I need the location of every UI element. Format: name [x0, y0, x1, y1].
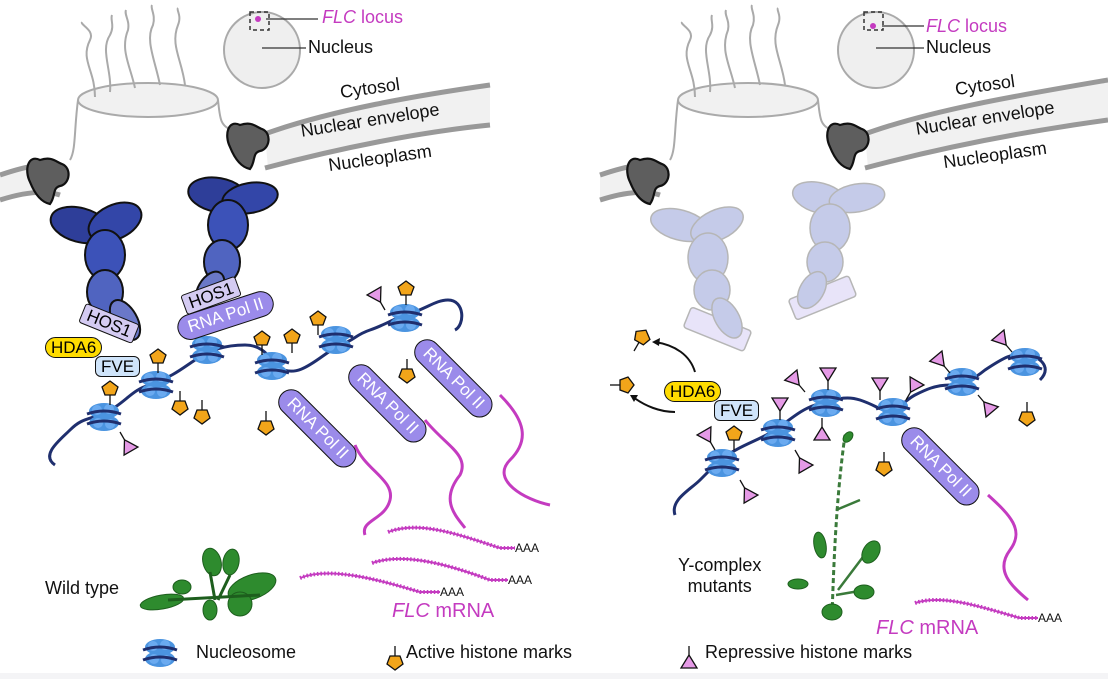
nuclear-pore-left-mutant	[626, 157, 670, 206]
flc-locus-label-right: FLC locus	[926, 16, 1007, 37]
mature-mrnas	[299, 525, 515, 594]
locus-text: locus	[356, 7, 404, 27]
nucleosome	[807, 387, 845, 419]
active-mark	[149, 348, 167, 374]
nuclear-pore-right	[226, 122, 270, 171]
y-complex-right	[187, 176, 279, 310]
flc-locus-dot-right	[870, 23, 876, 29]
nuclear-pore-left	[26, 157, 70, 206]
nucleus-circle-right	[837, 11, 915, 89]
repressive-mark	[813, 417, 831, 441]
fve-tag: FVE	[95, 356, 141, 377]
mutant-label-line2: mutants	[687, 576, 752, 596]
repressive-mark	[784, 369, 812, 398]
active-mark	[283, 328, 301, 354]
nucleosome	[253, 350, 291, 382]
nucleosome	[137, 369, 175, 401]
nucleosome	[874, 396, 912, 428]
envelope-band-right	[265, 85, 490, 168]
repressive-mark	[898, 376, 925, 405]
mrna-text: mRNA	[429, 600, 495, 622]
flc-italic: FLC	[322, 7, 357, 27]
wild-type-label: Wild type	[45, 578, 120, 598]
mrna-text: mRNA	[913, 617, 979, 639]
flc-italic: FLC	[926, 16, 961, 36]
active-mark	[171, 390, 189, 416]
repressive-mark	[112, 427, 139, 456]
repressive-mark	[366, 286, 393, 315]
repressive-mark	[771, 397, 789, 421]
flc-mrna-label: FLC mRNA	[392, 600, 494, 623]
removed-active-mark	[626, 325, 654, 356]
mutant-plant	[787, 431, 881, 621]
nucleus-label: Nucleus	[308, 37, 374, 57]
legend-nucleosome-label: Nucleosome	[196, 642, 297, 662]
flc-mrna-label-right: FLC mRNA	[876, 617, 978, 640]
nucleus-circle	[223, 11, 301, 89]
active-mark	[101, 380, 119, 406]
nascent-transcripts	[353, 393, 551, 536]
repressive-mark-icon	[680, 645, 698, 669]
legend-active-label: Active histone marks	[406, 642, 573, 662]
nuclear-pore-right-mutant	[826, 122, 870, 171]
hda6-tag: HDA6	[45, 337, 103, 358]
locus-box	[249, 11, 270, 31]
repressive-mark	[732, 475, 759, 504]
footer-bar	[0, 673, 1108, 679]
active-mark	[1018, 401, 1036, 427]
locus-box-right	[863, 11, 884, 31]
nucleosome-icon	[141, 637, 179, 669]
mutant-label-line1: Y-complex	[678, 555, 762, 575]
nucleosome	[1006, 346, 1044, 378]
wild-type-plant	[139, 547, 277, 621]
locus-text: locus	[960, 16, 1008, 36]
y-complex-faded-right	[788, 181, 886, 321]
cell-outline	[69, 4, 233, 161]
polya-tail: AAA	[1038, 611, 1063, 625]
nucleus-label-right: Nucleus	[926, 37, 992, 57]
active-mark	[253, 330, 271, 356]
fve-tag-mutant: FVE	[714, 400, 760, 421]
flc-locus-dot	[255, 16, 261, 22]
polya-tail: AAA	[508, 573, 533, 587]
repressive-mark	[819, 367, 837, 391]
removed-active-mark	[609, 376, 635, 394]
repressive-mark	[787, 445, 814, 474]
active-mark	[257, 410, 275, 436]
right-panel	[599, 4, 1108, 621]
flc-locus-label: FLC locus	[322, 7, 403, 28]
flc-italic: FLC	[876, 617, 914, 639]
nucleosome	[759, 417, 797, 449]
nascent-transcript	[986, 493, 1029, 602]
flc-italic: FLC	[392, 600, 430, 622]
active-mark	[397, 280, 415, 306]
active-mark	[875, 451, 893, 477]
active-mark	[398, 358, 416, 384]
nucleosome	[703, 447, 741, 479]
nucleosome	[386, 302, 424, 334]
active-mark	[193, 399, 211, 425]
repressive-mark	[971, 389, 999, 418]
hda6-tag-mutant: HDA6	[664, 381, 722, 402]
active-mark-icon	[386, 645, 404, 671]
repressive-mark	[871, 377, 889, 401]
polya-tail: AAA	[440, 585, 465, 599]
legend-repressive-label: Repressive histone marks	[705, 642, 913, 662]
y-complex-faded-left	[650, 206, 752, 352]
cell-outline-right	[669, 4, 833, 161]
polya-tail: AAA	[515, 541, 540, 555]
mature-mrna	[914, 598, 1038, 620]
